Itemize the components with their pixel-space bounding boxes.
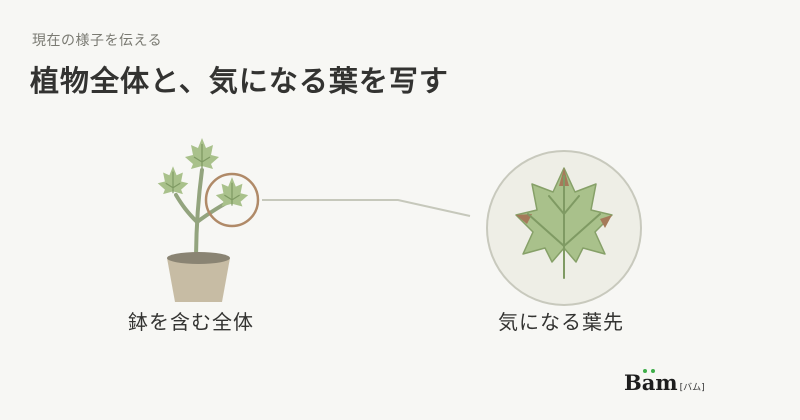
caption-whole-plant: 鉢を含む全体	[128, 310, 254, 334]
caption-leaf-tip: 気になる葉先	[498, 310, 624, 334]
zoomed-leaf-detail	[486, 150, 642, 306]
logo-umlaut: a	[641, 369, 656, 395]
leaf-left	[157, 166, 189, 195]
leaf-veins	[527, 175, 601, 279]
page-subtitle: 現在の様子を伝える	[32, 33, 163, 49]
potted-plant	[157, 138, 260, 302]
leaf-top	[185, 138, 219, 169]
leaf-brown-tip-right	[600, 215, 612, 228]
leaf-brown-tip-left	[516, 214, 532, 224]
logo-reading: [バム]	[679, 383, 705, 393]
leaf-right-highlighted	[215, 177, 249, 207]
logo-umlaut-dots	[642, 369, 655, 373]
connector-line	[262, 199, 471, 217]
page-title: 植物全体と、気になる葉を写す	[30, 64, 449, 98]
flower-pot	[167, 252, 230, 302]
highlight-ring	[204, 172, 260, 228]
